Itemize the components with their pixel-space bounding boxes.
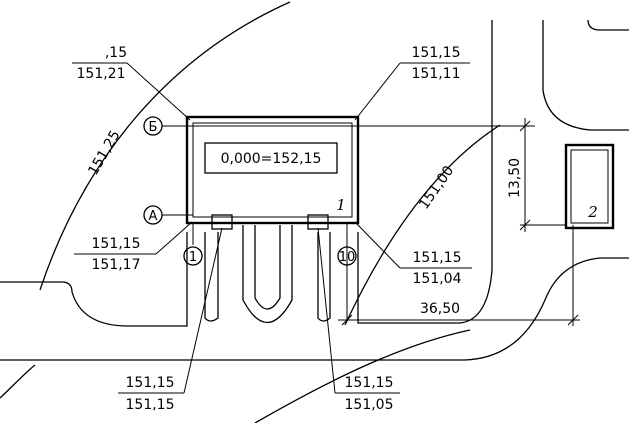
zero-level-box	[204, 142, 338, 174]
axis-label-left: 1	[189, 250, 197, 265]
building-outline	[185, 115, 360, 225]
axis-marker-left	[183, 246, 203, 266]
leader-entrance-right	[317, 227, 336, 394]
leader-top-left	[126, 62, 191, 121]
road-right-top-branch	[587, 19, 629, 31]
elevation-top-left-existing: 151,21	[77, 66, 126, 82]
leader-top-right	[354, 62, 401, 121]
axis-marker-lower	[143, 205, 163, 225]
dimension-tick-top	[519, 120, 531, 132]
entrance-loop-right	[317, 232, 331, 322]
contour-label-inner: 151,00	[416, 163, 457, 212]
elevation-top-right-design: 151,15	[412, 45, 461, 61]
contour-line-lower	[254, 329, 471, 423]
leader-bottom-left	[155, 221, 193, 255]
road-right-vertical-right	[542, 20, 629, 131]
elevation-entrance-right-design: 151,15	[345, 375, 394, 391]
road-bottom-edge	[0, 257, 629, 361]
entrance-loop-center	[242, 225, 293, 324]
entrance-loop-left	[204, 232, 219, 322]
neighbor-building-outline	[564, 143, 615, 230]
elevation-entrance-left-design: 151,15	[126, 375, 175, 391]
zero-level-label: 0,000=152,15	[221, 151, 322, 167]
road-right-vertical-left	[357, 20, 493, 324]
contour-line-outer	[39, 1, 291, 291]
axis-label-lower: А	[149, 209, 158, 224]
axis-label-right: 10	[339, 250, 356, 265]
neighbor-building-inner	[570, 149, 609, 224]
leader-entrance-left	[183, 227, 223, 394]
road-left-stub	[0, 232, 188, 327]
elevation-bottom-left-design: 151,15	[92, 236, 141, 252]
axis-label-upper: Б	[149, 120, 158, 135]
leader-bottom-right	[354, 221, 401, 269]
elevation-top-right-existing: 151,11	[412, 66, 461, 82]
dimension-tick-bottom	[519, 219, 531, 231]
contour-line-inner	[344, 124, 501, 326]
elevation-top-left-design: ,15	[105, 45, 127, 61]
elevation-entrance-right-existing: 151,05	[345, 397, 394, 413]
dimension-vertical-label: 13,50	[507, 158, 523, 198]
axis-marker-right	[337, 246, 357, 266]
elevation-bottom-right-existing: 151,04	[413, 271, 462, 287]
building-number: 1	[336, 196, 346, 214]
contour-label-outer: 151,25	[85, 128, 123, 178]
elevation-entrance-left-existing: 151,15	[126, 397, 175, 413]
dimension-tick-right	[567, 314, 579, 326]
axis-marker-upper	[143, 116, 163, 136]
contour-line-bottom-left	[0, 364, 36, 399]
neighbor-building-number: 2	[587, 203, 598, 221]
elevation-bottom-left-existing: 151,17	[92, 257, 141, 273]
entrance-loop-center-inner	[254, 225, 281, 310]
elevation-bottom-right-design: 151,15	[413, 250, 462, 266]
building-inner-outline	[192, 122, 353, 218]
dimension-horizontal-label: 36,50	[420, 301, 460, 317]
dimension-tick-left	[341, 314, 353, 326]
